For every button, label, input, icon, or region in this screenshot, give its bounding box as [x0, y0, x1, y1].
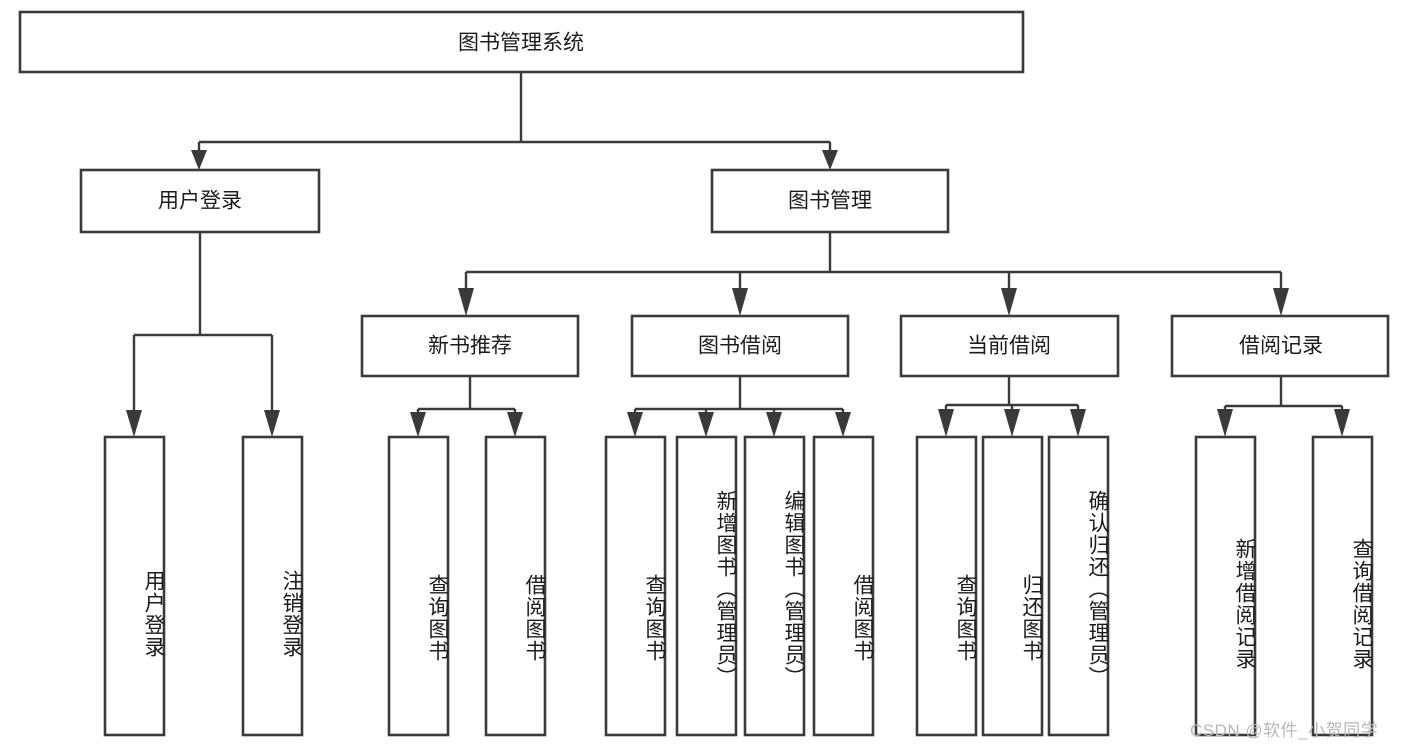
arrow-head-leaf-add-book [698, 412, 714, 437]
connector-group-book-borrow [627, 376, 851, 437]
arrow-head-user-login [191, 150, 207, 170]
node-user-login[interactable]: 用户登录 [79, 168, 321, 234]
arrow-head-book-mgmt [822, 150, 838, 170]
connector-group-new-book-rec [410, 376, 523, 437]
csdn-watermark: CSDN @软件_小贺同学 [1190, 721, 1379, 740]
node-box-book-management[interactable] [710, 168, 950, 234]
arrow-head-leaf-borrow-book-2 [835, 412, 851, 437]
node-label-borrow-record: 借阅记录 [1239, 335, 1323, 358]
node-label-book-management: 图书管理 [788, 190, 872, 213]
node-current-borrow[interactable]: 当前借阅 [899, 314, 1120, 378]
arrow-head-leaf-borrow-book-1 [507, 412, 523, 437]
leaf-box-user-login[interactable] [103, 435, 166, 737]
connector-group-user-login [126, 232, 280, 437]
node-box-user-login[interactable] [79, 168, 321, 234]
arrow-head-leaf-query-book-3 [938, 409, 954, 437]
leaf-box-borrow-book-1[interactable] [484, 435, 547, 737]
node-box-current-borrow[interactable] [899, 314, 1120, 378]
node-book-borrow[interactable]: 图书借阅 [630, 314, 850, 378]
node-box-new-book-recommend[interactable] [360, 314, 580, 378]
arrow-head-leaf-user-login [126, 410, 142, 437]
node-label-root: 图书管理系统 [458, 32, 584, 55]
leaf-box-edit-book[interactable] [743, 435, 806, 737]
node-book-management[interactable]: 图书管理 [710, 168, 950, 234]
connector-group-current-borrow [938, 376, 1086, 437]
leaf-box-confirm-return[interactable] [1047, 435, 1110, 737]
leaf-box-add-record[interactable] [1194, 435, 1257, 737]
arrow-head-book-borrow [732, 288, 748, 316]
node-root[interactable]: 图书管理系统 [18, 10, 1025, 74]
leaf-box-add-book[interactable] [675, 435, 738, 737]
arrow-head-current-borrow [1001, 288, 1017, 316]
leaf-box-query-book-2[interactable] [604, 435, 667, 737]
arrow-head-leaf-return-book [1004, 409, 1020, 437]
arrow-head-leaf-confirm-return [1070, 409, 1086, 437]
connector-group-borrow-record [1217, 376, 1350, 437]
leaf-box-logout[interactable] [241, 435, 304, 737]
leaf-box-query-book-1[interactable] [387, 435, 450, 737]
connector-group-book-mgmt [458, 232, 1289, 316]
arrow-head-leaf-query-book-1 [410, 412, 426, 437]
node-new-book-recommend[interactable]: 新书推荐 [360, 314, 580, 378]
leaf-box-return-book[interactable] [981, 435, 1044, 737]
node-label-current-borrow: 当前借阅 [967, 335, 1051, 358]
arrow-head-leaf-query-record [1334, 409, 1350, 437]
arrow-head-leaf-edit-book [766, 412, 782, 437]
arrow-head-new-book-rec [458, 288, 474, 316]
node-borrow-record[interactable]: 借阅记录 [1170, 314, 1390, 378]
node-label-book-borrow: 图书借阅 [698, 335, 782, 358]
leaf-box-borrow-book-2[interactable] [812, 435, 875, 737]
node-box-root[interactable] [18, 10, 1025, 74]
connector-group-root [191, 72, 838, 170]
node-box-book-borrow[interactable] [630, 314, 850, 378]
arrow-head-leaf-query-book-2 [627, 412, 643, 437]
node-label-user-login: 用户登录 [158, 190, 242, 213]
node-label-new-book-recommend: 新书推荐 [428, 335, 512, 358]
leaf-box-group [103, 435, 1374, 737]
arrow-head-leaf-logout [264, 410, 280, 437]
leaf-box-query-record[interactable] [1311, 435, 1374, 737]
node-box-borrow-record[interactable] [1170, 314, 1390, 378]
arrow-head-leaf-add-record [1217, 409, 1233, 437]
leaf-box-query-book-3[interactable] [915, 435, 978, 737]
arrow-head-borrow-record [1273, 288, 1289, 316]
